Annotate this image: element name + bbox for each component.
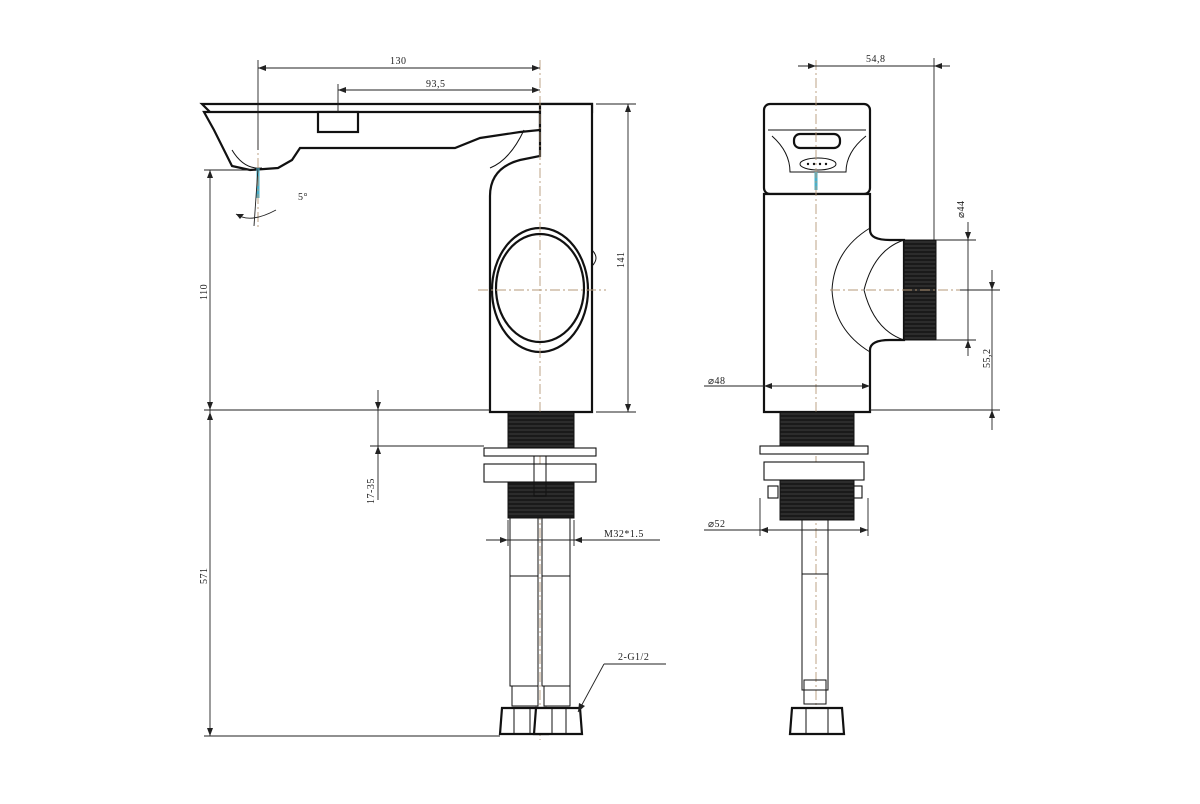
- dim-110: 110: [199, 284, 210, 300]
- hose-left: [509, 517, 539, 687]
- dim-93-5: 93,5: [426, 79, 446, 90]
- dim-141: 141: [616, 252, 627, 269]
- front-thread-bottom: [779, 479, 855, 521]
- nut-right: [532, 706, 584, 736]
- handle-knob-inner: [494, 232, 586, 344]
- front-thread-top: [779, 411, 855, 447]
- dim-5deg: 5°: [298, 192, 308, 203]
- dim-54-8: 54,8: [866, 54, 886, 65]
- dim-g12: 2-G1/2: [618, 652, 649, 663]
- dim-130: 130: [390, 56, 407, 67]
- dim-17-35: 17-35: [366, 478, 377, 504]
- front-nut: [788, 706, 846, 736]
- front-button: [792, 132, 842, 150]
- dim-55-2: 55,2: [982, 349, 993, 369]
- front-hose: [801, 519, 829, 691]
- washer-1: [483, 447, 597, 457]
- washer-2: [483, 463, 597, 483]
- dim-d48: ⌀48: [708, 376, 726, 387]
- hose-right: [541, 517, 571, 687]
- side-view: 130 93,5 141 110 5° 17-35 M32*1.5: [199, 56, 666, 740]
- handle-block: [316, 110, 360, 134]
- front-view: 54,8 ⌀44 55,2 ⌀48 ⌀52: [704, 54, 1000, 736]
- dim-d52: ⌀52: [708, 519, 726, 530]
- shank-thread-top: [507, 411, 575, 451]
- dim-m32: M32*1.5: [604, 529, 644, 540]
- shank-thread-bottom: [507, 481, 575, 519]
- dim-571: 571: [199, 568, 210, 585]
- dim-d44: ⌀44: [956, 200, 967, 218]
- spout-arm: [202, 110, 542, 172]
